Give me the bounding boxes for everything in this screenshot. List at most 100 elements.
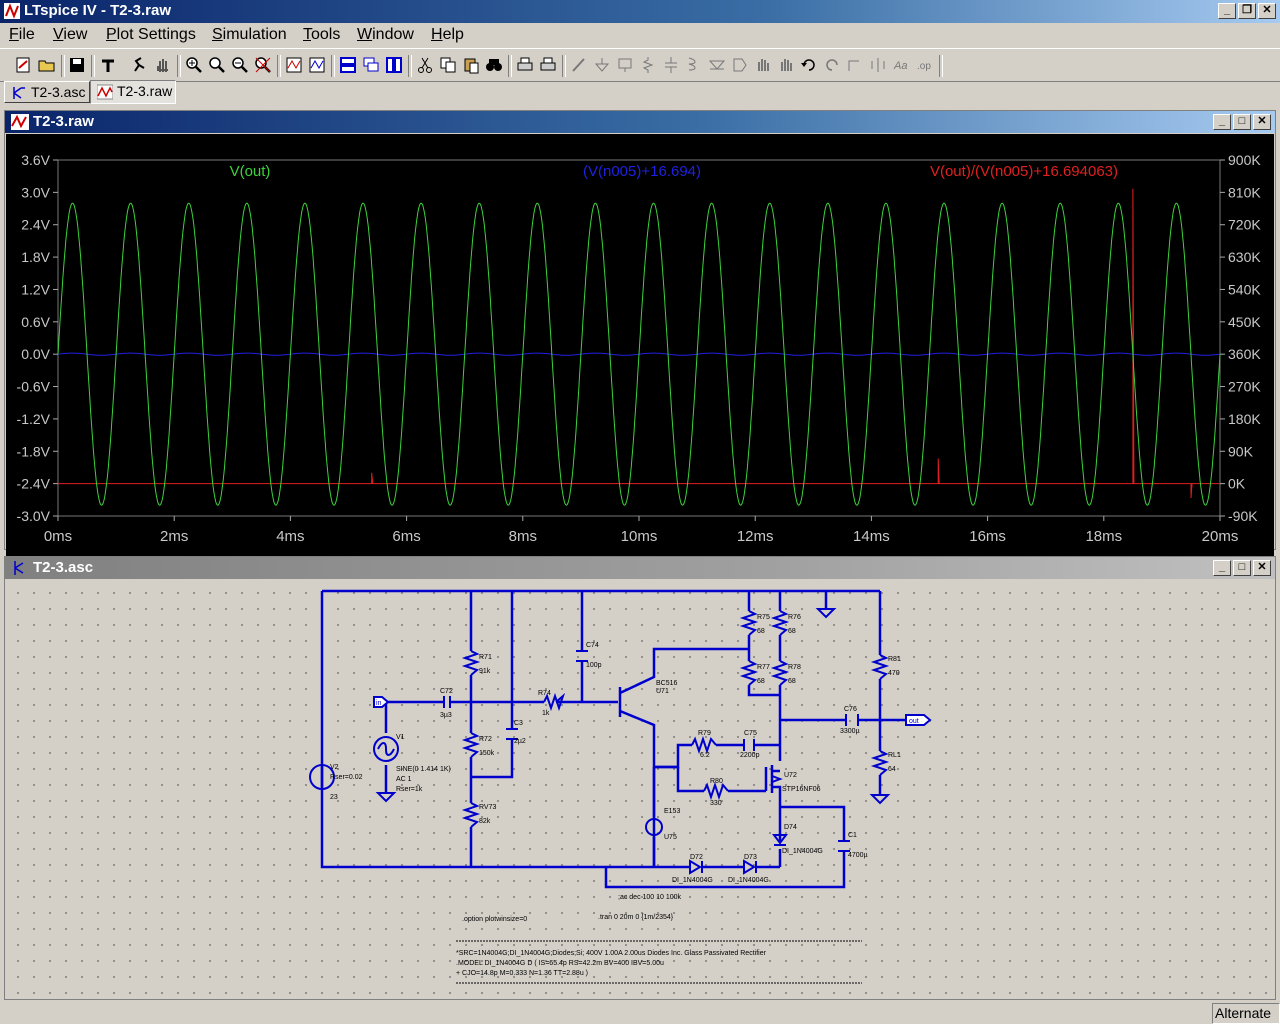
zoom-pan-icon[interactable] — [208, 56, 226, 74]
r80-ref[interactable]: R80 — [710, 778, 723, 785]
tab-schematic[interactable]: T2-3.asc — [4, 81, 90, 103]
rv73-ref[interactable]: RV73 — [479, 804, 496, 811]
c76-ref[interactable]: C76 — [844, 706, 857, 713]
tile-vertical-icon[interactable] — [385, 56, 403, 74]
c3-ref[interactable]: C3 — [514, 720, 523, 727]
r72-ref[interactable]: R72 — [479, 736, 492, 743]
close-button[interactable]: ✕ — [1258, 3, 1276, 19]
tab-waveform[interactable]: T2-3.raw — [90, 80, 176, 104]
trace-v-out[interactable] — [57, 202, 1221, 506]
rotate-icon[interactable] — [846, 56, 864, 74]
waveform-chart[interactable]: 3.6V3.0V2.4V1.8V1.2V0.6V0.0V-0.6V-1.2V-1… — [6, 134, 1274, 550]
d74-ref[interactable]: D74 — [784, 824, 797, 831]
halt-icon[interactable] — [154, 56, 172, 74]
c1-ref[interactable]: C1 — [848, 832, 857, 839]
trace-label-v-n005[interactable]: (V(n005)+16.694) — [583, 163, 701, 180]
menu-window[interactable]: Window — [357, 26, 414, 43]
model-continuation[interactable]: + CJO=14.8p M=0.333 N=1.36 TT=2.88u ) — [456, 970, 588, 977]
copy-icon[interactable] — [439, 56, 457, 74]
trace-label-ratio[interactable]: V(out)/(V(n005)+16.694063) — [930, 163, 1118, 180]
c75-ref[interactable]: C75 — [744, 730, 757, 737]
net-label-out[interactable]: out — [905, 714, 932, 726]
x-tick-label: 2ms — [160, 528, 188, 545]
schematic-drawing[interactable]: in out V2 Rser=0.02 23 V1 SINE(0 1.414 1… — [6, 581, 1274, 996]
save-icon[interactable] — [68, 56, 86, 74]
autorange-icon[interactable] — [285, 56, 303, 74]
find-icon[interactable] — [485, 56, 503, 74]
print-icon[interactable] — [539, 56, 557, 74]
minimize-button[interactable]: _ — [1218, 3, 1236, 19]
r76-ref[interactable]: R76 — [788, 614, 801, 621]
plot-minimize-button[interactable]: _ — [1213, 114, 1231, 130]
draw-wire-icon[interactable] — [570, 56, 588, 74]
diode-icon[interactable] — [708, 56, 726, 74]
d73-ref[interactable]: D73 — [744, 854, 757, 861]
r75-ref[interactable]: R75 — [757, 614, 770, 621]
paste-icon[interactable] — [462, 56, 480, 74]
plot-window-icon[interactable] — [308, 56, 326, 74]
options-directive[interactable]: .option plotwinsize=0 — [462, 916, 527, 923]
model-definition[interactable]: .MODEL DI_1N4004G D ( IS=65.4p RS=42.2m … — [456, 960, 664, 967]
ground-icon[interactable] — [593, 56, 611, 74]
control-panel-icon[interactable] — [99, 56, 117, 74]
r74-ref[interactable]: R74 — [538, 690, 551, 697]
zoom-out-icon[interactable] — [231, 56, 249, 74]
capacitor-icon[interactable] — [662, 56, 680, 74]
r77-ref[interactable]: R77 — [757, 664, 770, 671]
r81-ref[interactable]: R81 — [888, 656, 901, 663]
trace-label-v-out[interactable]: V(out) — [230, 163, 271, 180]
plot-close-button[interactable]: ✕ — [1253, 114, 1271, 130]
menu-plot-settings[interactable]: Plot Settings — [106, 26, 196, 43]
menu-file[interactable]: File — [9, 26, 35, 43]
text-icon[interactable]: Aa — [892, 56, 910, 74]
r71-ref[interactable]: R71 — [479, 654, 492, 661]
menu-tools[interactable]: Tools — [303, 26, 341, 43]
run-icon[interactable] — [130, 56, 148, 74]
trace-ratio[interactable] — [57, 188, 1221, 499]
schematic-close-button[interactable]: ✕ — [1253, 560, 1271, 576]
print-setup-icon[interactable] — [516, 56, 534, 74]
d72-ref[interactable]: D72 — [690, 854, 703, 861]
menu-help[interactable]: Help — [431, 26, 464, 43]
r79-ref[interactable]: R79 — [698, 730, 711, 737]
open-folder-icon[interactable] — [38, 56, 56, 74]
resistor-icon[interactable] — [639, 56, 657, 74]
u72-ref[interactable]: U72 — [784, 772, 797, 779]
drag-icon[interactable] — [777, 56, 795, 74]
schematic-maximize-button[interactable]: □ — [1233, 560, 1251, 576]
schematic-minimize-button[interactable]: _ — [1213, 560, 1231, 576]
plot-maximize-button[interactable]: □ — [1233, 114, 1251, 130]
cut-icon[interactable] — [416, 56, 434, 74]
new-schematic-icon[interactable] — [14, 56, 32, 74]
schematic-canvas[interactable]: in out V2 Rser=0.02 23 V1 SINE(0 1.414 1… — [6, 581, 1274, 996]
zoom-in-icon[interactable] — [185, 56, 203, 74]
move-icon[interactable] — [754, 56, 772, 74]
undo-icon[interactable] — [800, 56, 818, 74]
mirror-icon[interactable] — [869, 56, 887, 74]
c74-ref[interactable]: C74 — [586, 642, 599, 649]
label-net-icon[interactable] — [616, 56, 634, 74]
redo-icon[interactable] — [823, 56, 841, 74]
u71-ref[interactable]: U71 — [656, 688, 669, 695]
tran-directive[interactable]: .tran 0 20m 0 {1m/2354} — [598, 914, 674, 921]
tile-horizontal-icon[interactable] — [339, 56, 357, 74]
restore-button[interactable]: ❐ — [1238, 3, 1256, 19]
c72-ref[interactable]: C72 — [440, 688, 453, 695]
u75-ref[interactable]: U75 — [664, 834, 677, 841]
model-comment[interactable]: *SRC=1N4004G;DI_1N4004G;Diodes;Si; 400V … — [456, 950, 767, 957]
net-label-in[interactable]: in — [373, 696, 390, 708]
v1-ref[interactable]: V1 — [396, 734, 405, 741]
zoom-full-icon[interactable] — [254, 56, 272, 74]
menu-view[interactable]: View — [53, 26, 88, 43]
component-icon[interactable] — [731, 56, 749, 74]
spice-directive-icon[interactable]: .op — [915, 56, 933, 74]
menu-simulation[interactable]: Simulation — [212, 26, 287, 43]
r78-ref[interactable]: R78 — [788, 664, 801, 671]
v2-ref[interactable]: V2 — [330, 764, 339, 771]
ac-directive[interactable]: ;ac dec 100 10 100k — [618, 894, 682, 901]
inductor-icon[interactable] — [685, 56, 703, 74]
e153-ref[interactable]: E153 — [664, 808, 680, 815]
rl1-ref[interactable]: RL1 — [888, 752, 901, 759]
cascade-icon[interactable] — [362, 56, 380, 74]
